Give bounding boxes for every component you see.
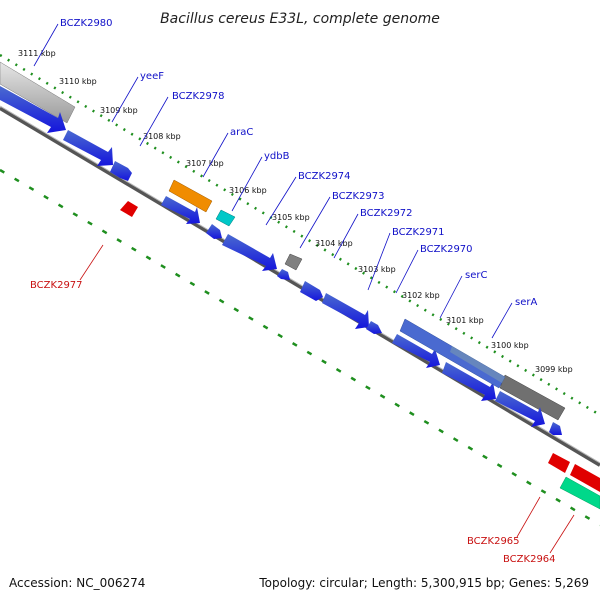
- grey-feature-sera: [499, 374, 566, 421]
- tick-label: 3106 kbp: [229, 186, 267, 195]
- inner-dashed-track: [0, 168, 600, 527]
- tick-label: 3100 kbp: [491, 341, 529, 350]
- gene-arrow-2973: [277, 269, 290, 280]
- gene-arrow-2971: [322, 293, 369, 329]
- gene-label: BCZK2980: [60, 18, 113, 29]
- gene-arrow-2970: [366, 321, 382, 334]
- gene-arrow-2977: [120, 201, 138, 217]
- gene-label: ydbB: [264, 151, 290, 162]
- gene-arrow-2965: [548, 453, 570, 473]
- gene-label: BCZK2973: [332, 191, 385, 202]
- serc-band: [399, 318, 506, 389]
- gene-arrow-serc-lower: [392, 334, 440, 368]
- gene-label: BCZK2970: [420, 244, 473, 255]
- gene-arrow-2964-red: [570, 464, 600, 492]
- gene-label: araC: [230, 127, 253, 138]
- label-leaders-red: [79, 244, 575, 554]
- outer-dotted-track: [0, 53, 600, 417]
- label-leaders: [33, 23, 513, 339]
- gene-arrow-ydbb: [206, 224, 222, 239]
- gene-arrow-2972: [300, 281, 323, 301]
- gene-arrow-2980: [0, 86, 66, 133]
- arac-gene: [168, 179, 213, 213]
- grey-feature-2980: [0, 61, 76, 124]
- topology-text: Topology: circular; Length: 5,300,915 bp…: [259, 576, 589, 590]
- tick-label: 3099 kbp: [535, 365, 573, 374]
- gene-label: BCZK2978: [172, 91, 225, 102]
- tick-label: 3107 kbp: [186, 159, 224, 168]
- gene-arrow-2974: [222, 234, 277, 271]
- tick-label: 3103 kbp: [358, 265, 396, 274]
- gene-labels-top: BCZK2980 yeeF BCZK2978 araC ydbB BCZK297…: [60, 18, 537, 308]
- tick-label: 3108 kbp: [143, 132, 181, 141]
- genome-backbone: [0, 105, 600, 467]
- gene-arrow-arac-adj: [161, 196, 200, 224]
- tick-label: 3102 kbp: [402, 291, 440, 300]
- reverse-genes: [120, 201, 600, 510]
- gene-labels-bottom: BCZK2977 BCZK2965 BCZK2964: [30, 280, 556, 565]
- gene-arrow-2978: [110, 161, 132, 181]
- gene-label: BCZK2971: [392, 227, 445, 238]
- tick-label: 3101 kbp: [446, 316, 484, 325]
- gene-label: serC: [465, 270, 487, 281]
- gene-label: BCZK2977: [30, 280, 83, 291]
- tick-label: 3104 kbp: [315, 239, 353, 248]
- accession-text: Accession: NC_006274: [9, 576, 146, 590]
- gene-label: yeeF: [140, 71, 164, 82]
- gene-label: BCZK2974: [298, 171, 351, 182]
- gene-label: BCZK2972: [360, 208, 413, 219]
- gene-label: BCZK2964: [503, 554, 556, 565]
- gene-arrow-sera: [495, 391, 545, 427]
- tick-label: 3111 kbp: [18, 49, 56, 58]
- grey-feature-small: [284, 253, 303, 271]
- gene-arrow-end: [549, 422, 562, 435]
- gene-arrow-2964-green: [559, 476, 600, 510]
- tick-label: 3110 kbp: [59, 77, 97, 86]
- ydbb-gene: [215, 209, 236, 227]
- gene-label: serA: [515, 297, 537, 308]
- gene-label: BCZK2965: [467, 536, 520, 547]
- map-title: Bacillus cereus E33L, complete genome: [160, 11, 440, 27]
- gene-arrow-yeef: [63, 130, 113, 166]
- tick-labels: 3111 kbp 3110 kbp 3109 kbp 3108 kbp 3107…: [18, 49, 573, 374]
- forward-genes: [0, 86, 562, 435]
- gene-arrow-serc-2: [442, 362, 496, 401]
- tick-label: 3105 kbp: [272, 213, 310, 222]
